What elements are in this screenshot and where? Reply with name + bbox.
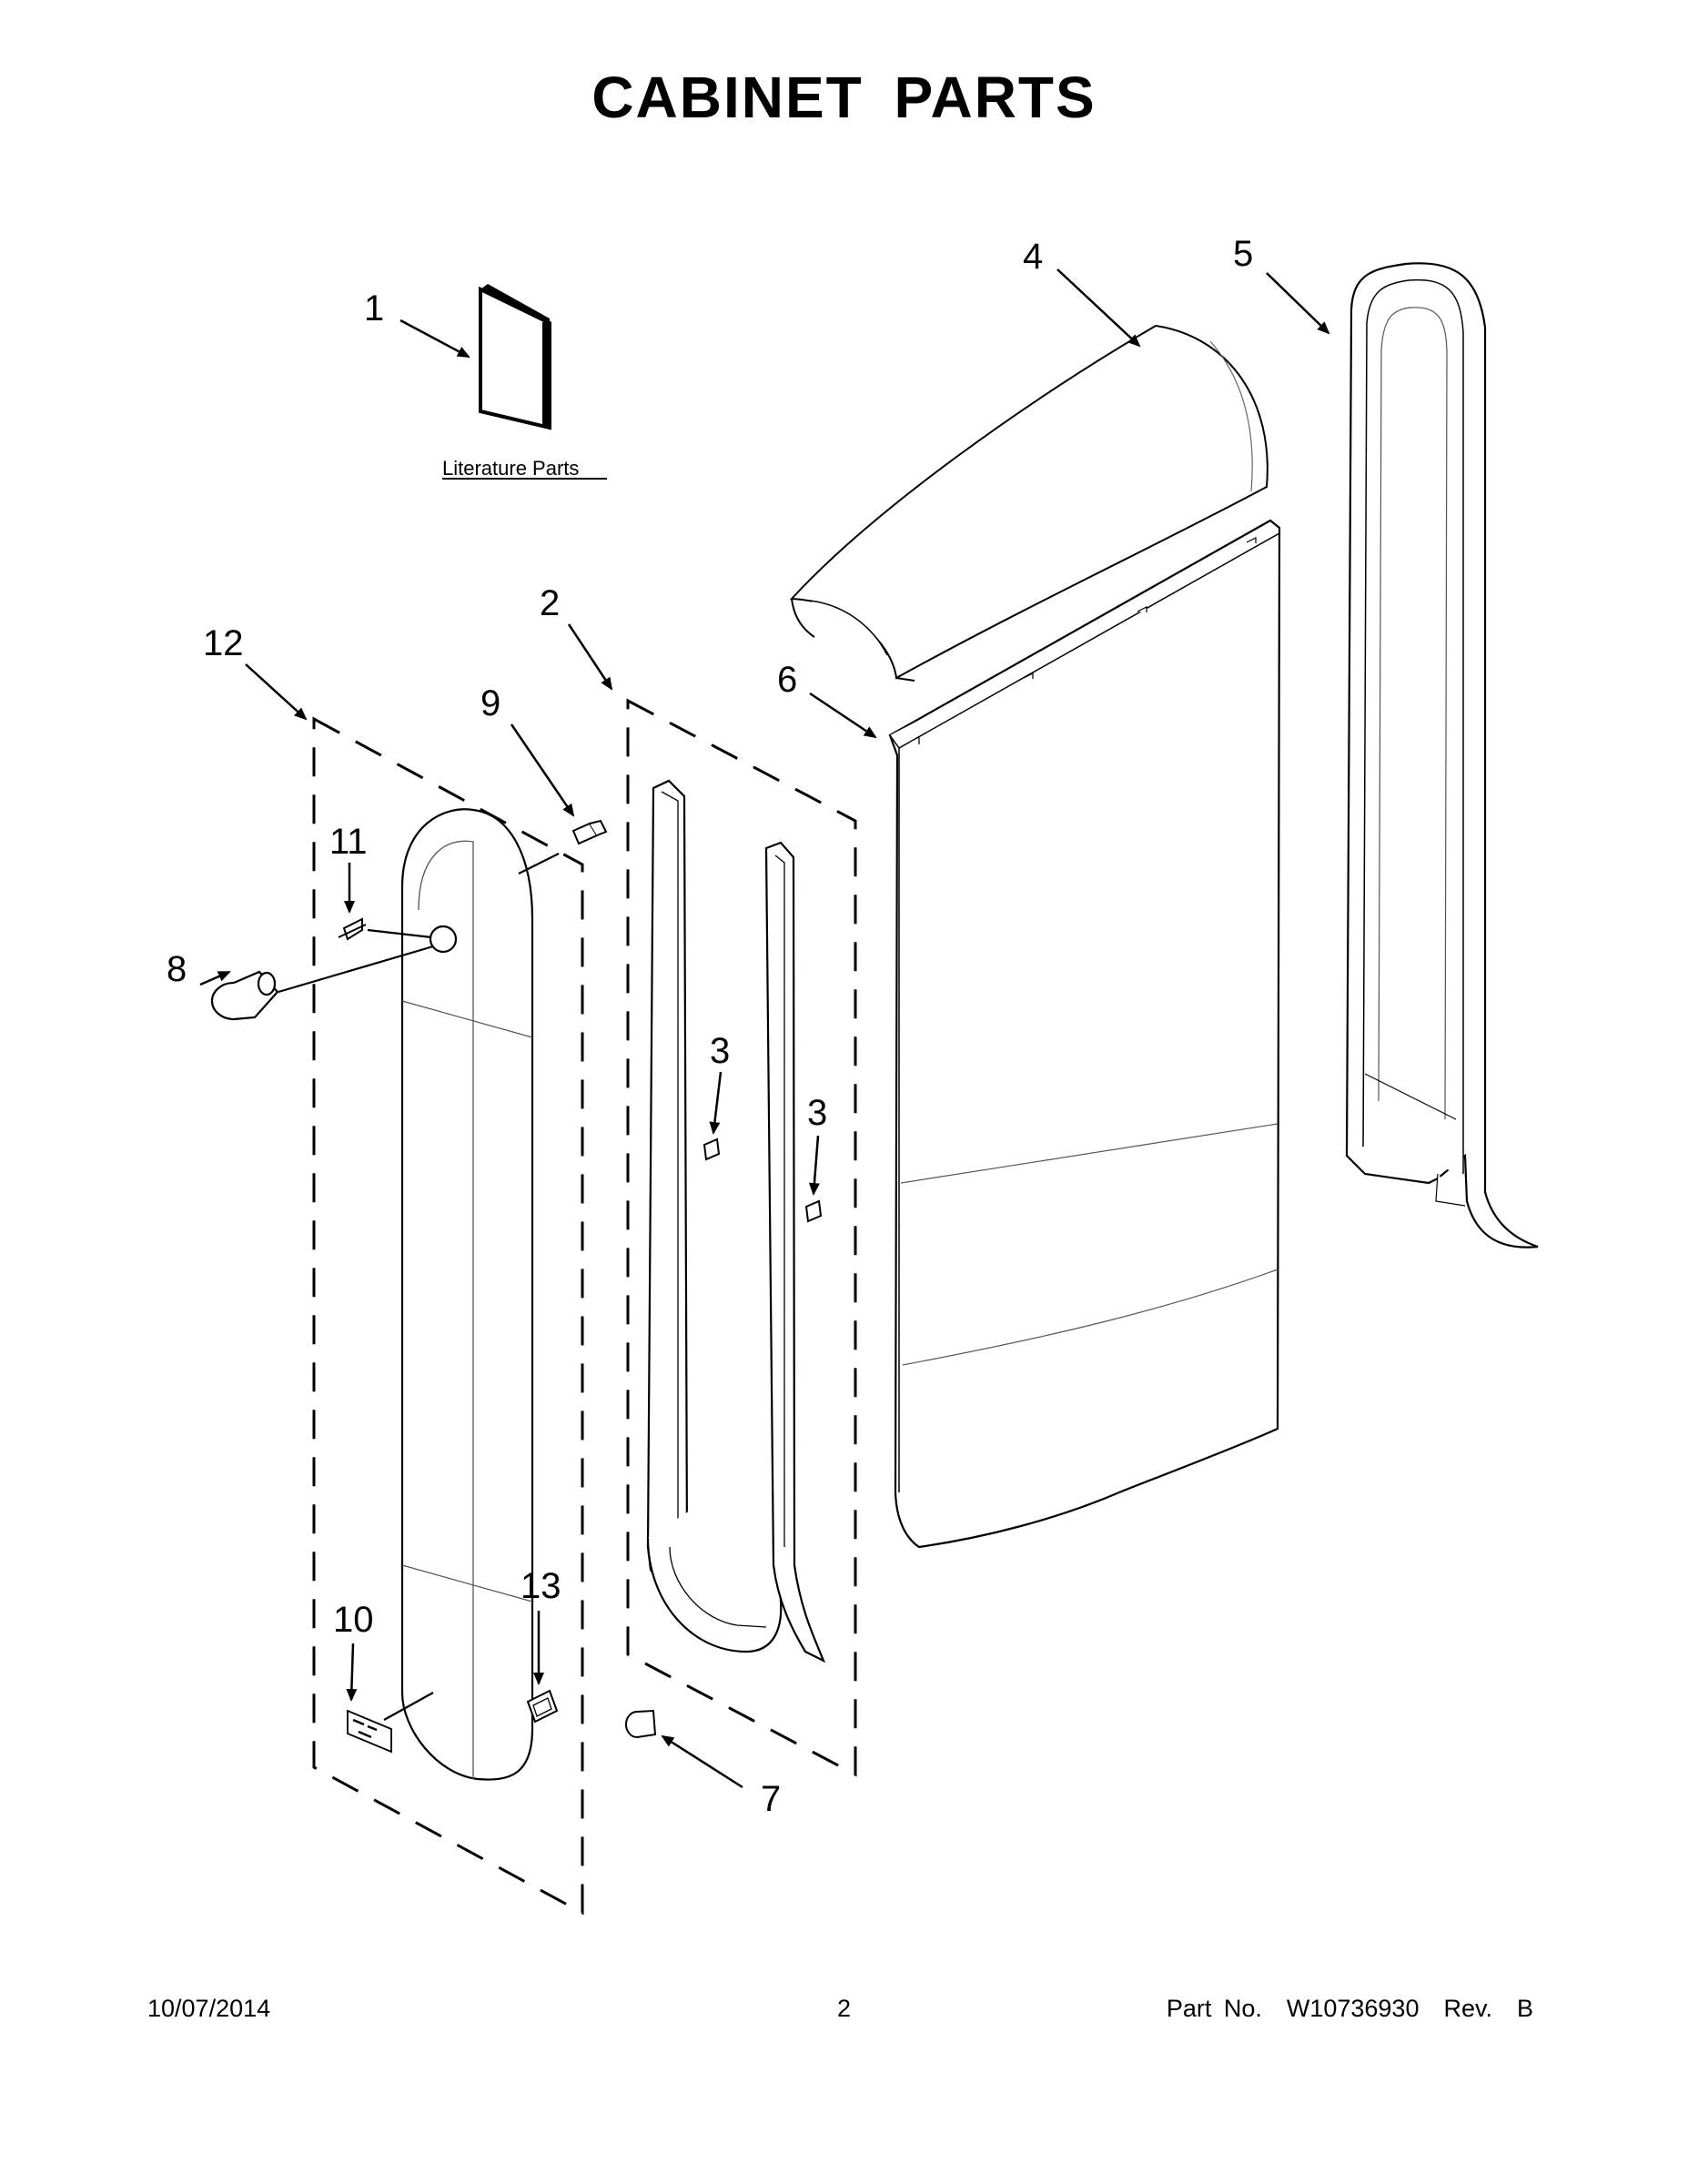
rear-frame[interactable] <box>1345 262 1539 1249</box>
logo-badge-10[interactable] <box>347 1709 392 1754</box>
footer-part-number: Part No. W10736930 Rev. B <box>1166 1995 1533 2022</box>
group-2-dashed-outline <box>626 698 857 1777</box>
callout-1: 1 <box>364 288 384 329</box>
clip-3-right[interactable] <box>804 1199 823 1223</box>
callout-3-left: 3 <box>710 1031 730 1071</box>
bracket-13[interactable] <box>526 1689 559 1724</box>
left-side-trim[interactable] <box>646 779 783 1653</box>
callout-5: 5 <box>1233 234 1253 274</box>
page-title: CABINET PARTS <box>591 65 1097 130</box>
clip-11[interactable] <box>338 917 367 941</box>
callout-8: 8 <box>167 949 187 989</box>
side-column[interactable] <box>400 808 534 1781</box>
callout-10: 10 <box>333 1600 374 1640</box>
knob[interactable] <box>210 970 279 1021</box>
callout-2: 2 <box>540 583 560 623</box>
clip-3-left[interactable] <box>702 1138 721 1161</box>
right-side-trim[interactable] <box>764 841 826 1663</box>
callout-3-right: 3 <box>807 1093 827 1133</box>
callout-12: 12 <box>203 623 244 663</box>
top-cap[interactable] <box>789 324 1269 682</box>
literature-parts-label: Literature Parts <box>442 457 579 480</box>
callout-11: 11 <box>329 822 368 862</box>
front-panel[interactable] <box>888 519 1281 1549</box>
callout-4: 4 <box>1023 237 1043 277</box>
callout-6: 6 <box>777 660 797 700</box>
leader-arrows <box>199 268 1330 1789</box>
callout-9: 9 <box>480 683 500 723</box>
footer-page-number: 2 <box>836 1995 852 2022</box>
callout-7: 7 <box>761 1779 781 1819</box>
literature-booklet[interactable] <box>479 284 551 430</box>
callout-13: 13 <box>521 1566 561 1606</box>
footer-date: 10/07/2014 <box>147 1995 271 2022</box>
pin-7[interactable] <box>625 1709 657 1738</box>
screw[interactable] <box>571 819 608 845</box>
